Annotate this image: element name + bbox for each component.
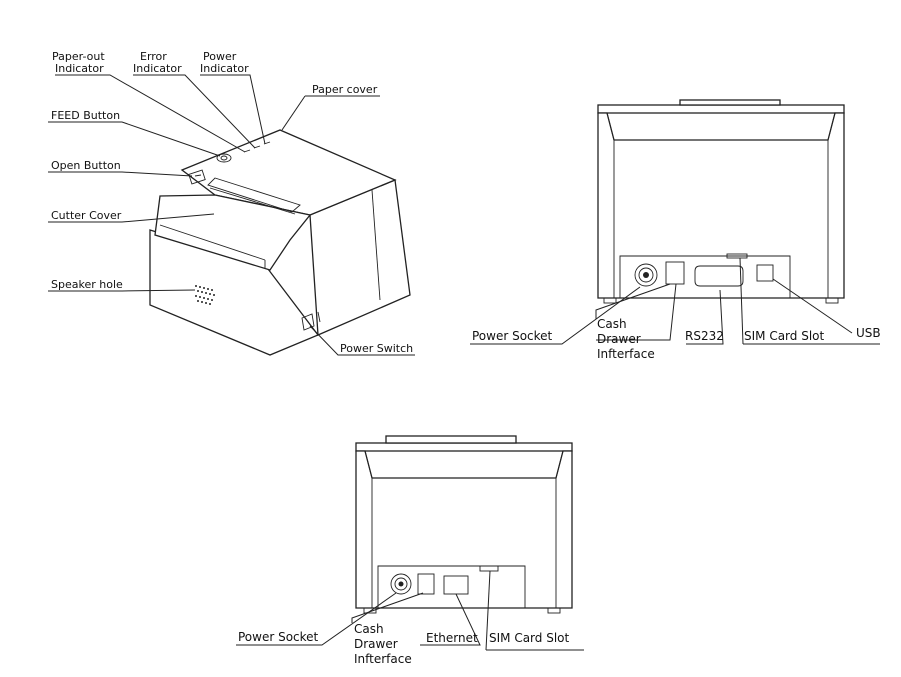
speaker-hole-label: Speaker hole [51,278,123,291]
feed-button-label: FEED Button [51,109,120,122]
rear-view-ethernet-printer [355,435,573,614]
cash-drawer-label-1: Cash [597,317,627,331]
cash-drawer-label-2: Drawer [597,332,641,346]
open-button-label: Open Button [51,159,121,172]
speaker-grille [195,285,215,305]
power-switch-label: Power Switch [340,342,413,355]
front-view-leaders [48,74,415,356]
rear-view-ethernet-leaders [236,570,584,651]
cutter-cover-label: Cutter Cover [51,209,122,222]
power-label-2: Indicator [200,62,249,75]
rear-view-usb-printer [597,99,845,304]
paper-out-label-2: Indicator [55,62,104,75]
error-label-2: Indicator [133,62,182,75]
rear-view-usb-leaders [470,257,880,345]
power-socket-label: Power Socket [472,329,553,343]
usb-label: USB [856,326,881,340]
cash-drawer-label-2-3: Infterface [354,652,412,666]
paper-out-label-1: Paper-out [52,50,105,63]
paper-cover-label: Paper cover [312,83,378,96]
rs232-label: RS232 [685,329,724,343]
cash-drawer-label-2-2: Drawer [354,637,398,651]
power-socket-label-2: Power Socket [238,630,319,644]
sim-card-slot-label: SIM Card Slot [744,329,825,343]
cash-drawer-label-3: Infterface [597,347,655,361]
error-label-1: Error [140,50,167,63]
power-label-1: Power [203,50,237,63]
sim-card-slot-label-2: SIM Card Slot [489,631,570,645]
cash-drawer-label-2-1: Cash [354,622,384,636]
ethernet-label: Ethernet [426,631,478,645]
front-view-printer [149,129,411,356]
